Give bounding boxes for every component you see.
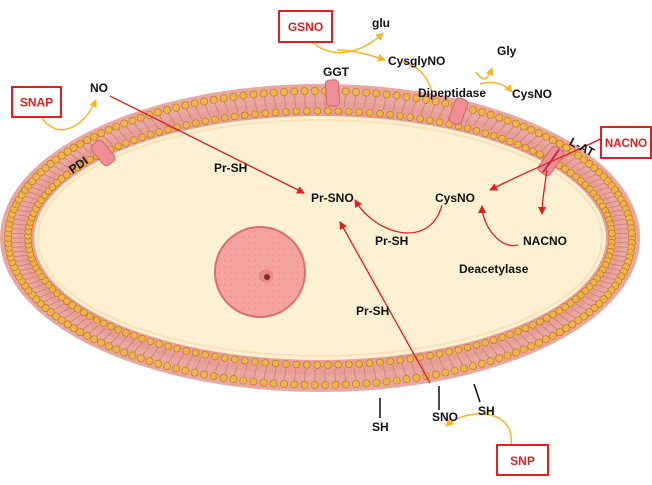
surface-thiol-stubs [380, 384, 480, 418]
donor-snp: SNP [497, 445, 548, 475]
label-cysno-outer: CysNO [512, 87, 552, 101]
label-cysglyno: CysglyNO [388, 54, 445, 68]
label-dipeptidase: Dipeptidase [418, 86, 486, 100]
label-pr-sh-upper: Pr-SH [214, 161, 247, 175]
label-no: NO [90, 81, 108, 95]
donor-snp-label: SNP [510, 454, 535, 468]
label-deacetylase: Deacetylase [459, 262, 529, 276]
cytoplasm [34, 116, 606, 360]
label-ggt: GGT [323, 65, 350, 79]
label-gly: Gly [497, 44, 517, 58]
donor-nacno-label: NACNO [605, 138, 647, 150]
donor-gsno-label: GSNO [288, 20, 323, 34]
donor-snap-label: SNAP [20, 96, 53, 110]
nucleus-icon [215, 227, 305, 317]
donor-nacno: NACNO [601, 127, 651, 158]
label-cysno-inner: CysNO [435, 191, 475, 205]
label-sh-left: SH [372, 420, 389, 434]
label-nacno-inner: NACNO [523, 234, 567, 248]
label-sh-right: SH [478, 404, 495, 418]
donor-snap: SNAP [12, 87, 61, 117]
donor-gsno: GSNO [279, 11, 332, 42]
label-pr-sno: Pr-SNO [311, 191, 354, 205]
label-pr-sh-lower: Pr-SH [356, 304, 389, 318]
label-pr-sh-middle: Pr-SH [375, 234, 408, 248]
label-glu: glu [372, 16, 390, 30]
label-sno: SNO [432, 410, 458, 424]
